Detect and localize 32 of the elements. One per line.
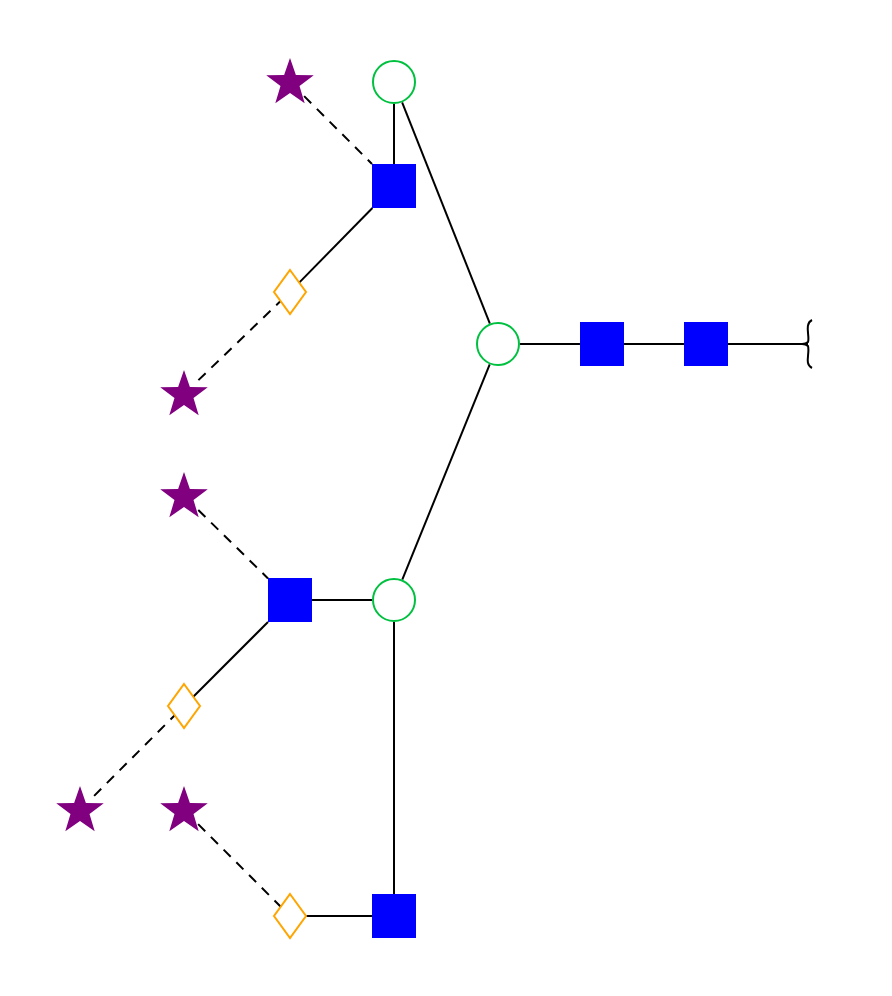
circle-symbol xyxy=(370,576,418,624)
connector-line xyxy=(393,103,395,165)
connector-line xyxy=(298,207,374,284)
connector-line xyxy=(303,95,373,165)
star-symbol xyxy=(264,56,316,108)
star-symbol xyxy=(158,784,210,836)
diamond-symbol xyxy=(166,682,202,730)
connector-line xyxy=(393,621,395,895)
square-symbol xyxy=(578,320,626,368)
connector-line xyxy=(197,823,282,908)
circle-symbol xyxy=(370,58,418,106)
connector-line xyxy=(305,915,373,917)
square-symbol xyxy=(370,892,418,940)
diamond-symbol xyxy=(272,892,308,940)
star-symbol xyxy=(158,470,210,522)
connector-line xyxy=(197,509,269,580)
connector-line xyxy=(401,101,491,325)
connector-line xyxy=(401,363,491,581)
star-symbol xyxy=(54,784,106,836)
square-symbol xyxy=(266,576,314,624)
connector-line xyxy=(623,343,685,345)
connector-line xyxy=(311,599,373,601)
star-symbol xyxy=(158,368,210,420)
connector-line xyxy=(197,300,282,382)
connector-line xyxy=(727,343,809,345)
square-symbol xyxy=(370,162,418,210)
connector-line xyxy=(93,714,176,797)
diamond-symbol xyxy=(272,268,308,316)
square-symbol xyxy=(682,320,730,368)
connector-line xyxy=(192,621,269,698)
circle-symbol xyxy=(474,320,522,368)
connector-line xyxy=(519,343,581,345)
